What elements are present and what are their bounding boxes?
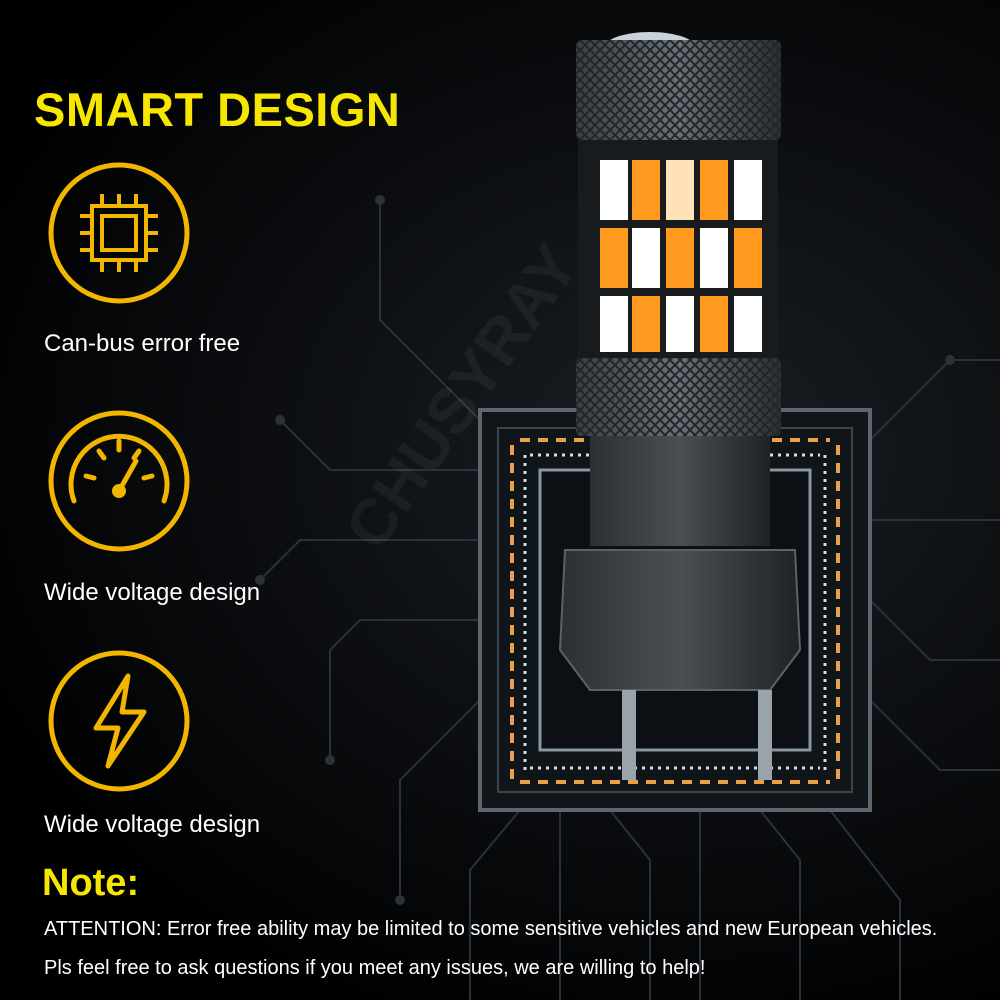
led-bulb-illustration xyxy=(558,32,802,780)
chip-icon xyxy=(48,162,190,304)
note-line-help: Pls feel free to ask questions if you me… xyxy=(44,957,706,979)
page-title: SMART DESIGN xyxy=(34,83,401,136)
feature-label-voltage-1: Wide voltage design xyxy=(44,579,261,606)
feature-label-canbus: Can-bus error free xyxy=(44,330,241,357)
speedometer-icon xyxy=(48,410,190,552)
lightning-bolt-icon xyxy=(48,650,190,792)
led-chips xyxy=(600,160,762,352)
feature-label-voltage-2: Wide voltage design xyxy=(44,811,261,838)
note-line-attention: ATTENTION: Error free ability may be lim… xyxy=(44,918,938,940)
note-title: Note: xyxy=(42,862,140,904)
